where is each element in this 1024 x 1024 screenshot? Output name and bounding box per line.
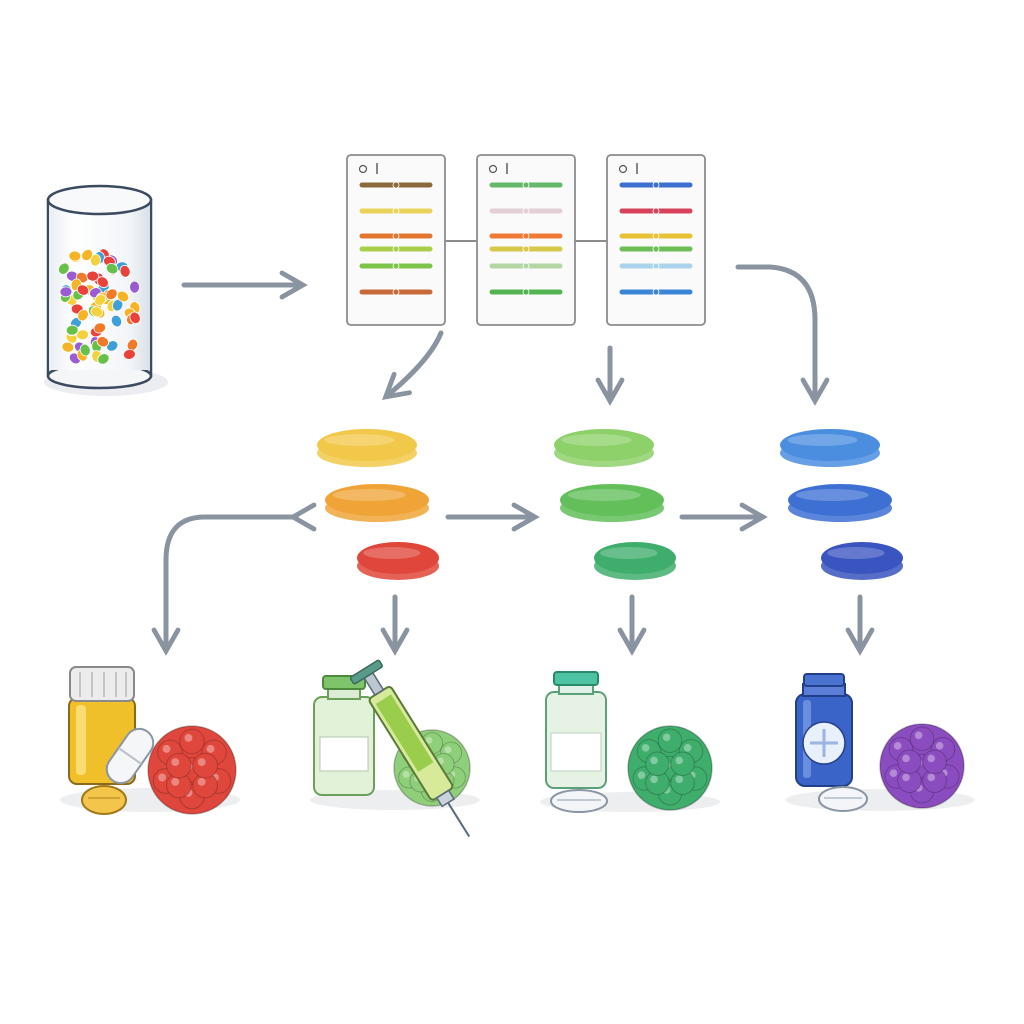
compound-disc [357,542,439,574]
capsule-icon [90,306,103,318]
capsule-icon [76,329,89,341]
capsule-icon [79,343,91,357]
capsule-icon [105,262,119,275]
assay-panel-icon [346,154,446,326]
capsule-icon [86,270,100,282]
capsule-icon [65,324,79,336]
assay-panel-icon [606,154,706,326]
arrow-icon [735,264,830,406]
capsule-icon [96,276,109,288]
cell-cluster-icon [147,725,237,815]
capsule-icon [61,341,75,353]
compound-stacks [317,429,903,580]
compound-disc [780,429,880,461]
vial-icon [545,671,607,789]
compound-disc [554,429,654,461]
capsule-icon [116,290,130,303]
capsule-icon [81,249,94,261]
capsule-icon [77,309,89,322]
capsule-icon [106,340,119,352]
cell-cluster-icon [879,723,965,809]
compound-disc [560,484,664,516]
tablet-icon [818,786,868,812]
compound-stack-icon [554,429,676,580]
capsule-icon [94,293,106,306]
product-group-2 [310,659,480,838]
cell-cluster-icon [627,725,713,811]
compound-stack-icon [317,429,439,580]
tablet-icon [81,785,127,815]
syringe-icon [349,659,471,838]
capsule-icon [93,322,107,334]
capsule-icon [90,253,101,267]
capsule-icon [97,353,110,365]
arrow-icon [381,330,444,401]
capsule-icon [68,250,82,262]
arrow-icon [151,502,317,656]
pill-bottle-icon [795,673,853,787]
capsule-icon [123,348,136,360]
product-group-3 [540,671,720,813]
capsule-icon [110,314,123,328]
tablet-icon [550,789,608,813]
compound-disc [788,484,892,516]
compound-disc [317,429,417,461]
capsule-icon [129,280,140,294]
capsule-icon [58,262,70,275]
vial-icon [313,675,375,796]
capsule-icon [105,727,155,785]
capsule-icon [76,284,90,296]
compound-disc [594,542,676,574]
capsule-icon [59,286,73,298]
assay-panel-icon [476,154,576,326]
capsule-icon [96,336,110,348]
capsule-icon [129,311,141,324]
capsule-icon [119,264,131,278]
capsule-icon [105,288,118,301]
compound-stack-icon [780,429,903,580]
product-group-4 [785,673,975,812]
compound-disc [821,542,903,574]
assay-panels [346,154,706,326]
compound-disc [325,484,429,516]
product-group-1 [60,666,240,815]
capsule-cluster [58,248,141,365]
pill-jar-icon [44,184,168,396]
